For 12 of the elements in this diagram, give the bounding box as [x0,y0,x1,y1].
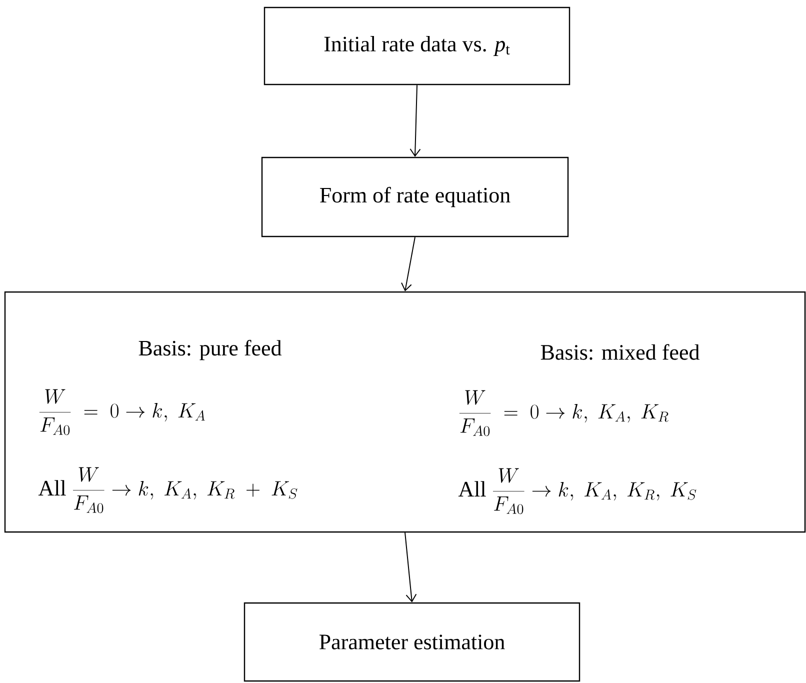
formula: $\frac{W}{F_{A0}} \;=\; 0 \rightarrow k,\ K_A,\ K_R$ [459,390,668,436]
arrow [401,236,416,292]
process-box: Initial rate data vs. p$_{t}$ [264,6,570,86]
formula: $\textrm{All}\ \frac{W}{F_{A0}} \rightarrow k,\ K_A,\ K_R \;+\; K_S$ [38,467,298,514]
heading: Basis: mixed feed [540,344,700,360]
arrow [410,84,421,157]
arrow [404,532,417,602]
process-box: Form of rate equation [261,156,569,238]
formula: $\textrm{All}\ \frac{W}{F_{A0}} \rightarrow k,\ K_A,\ K_R,\ K_S$ [458,468,696,514]
heading: Basis: pure feed [138,340,282,360]
formula: $\frac{W}{F_{A0}} \;=\; 0 \rightarrow k,\ K_A$ [39,389,205,436]
process-box: Parameter estimation [244,602,580,682]
